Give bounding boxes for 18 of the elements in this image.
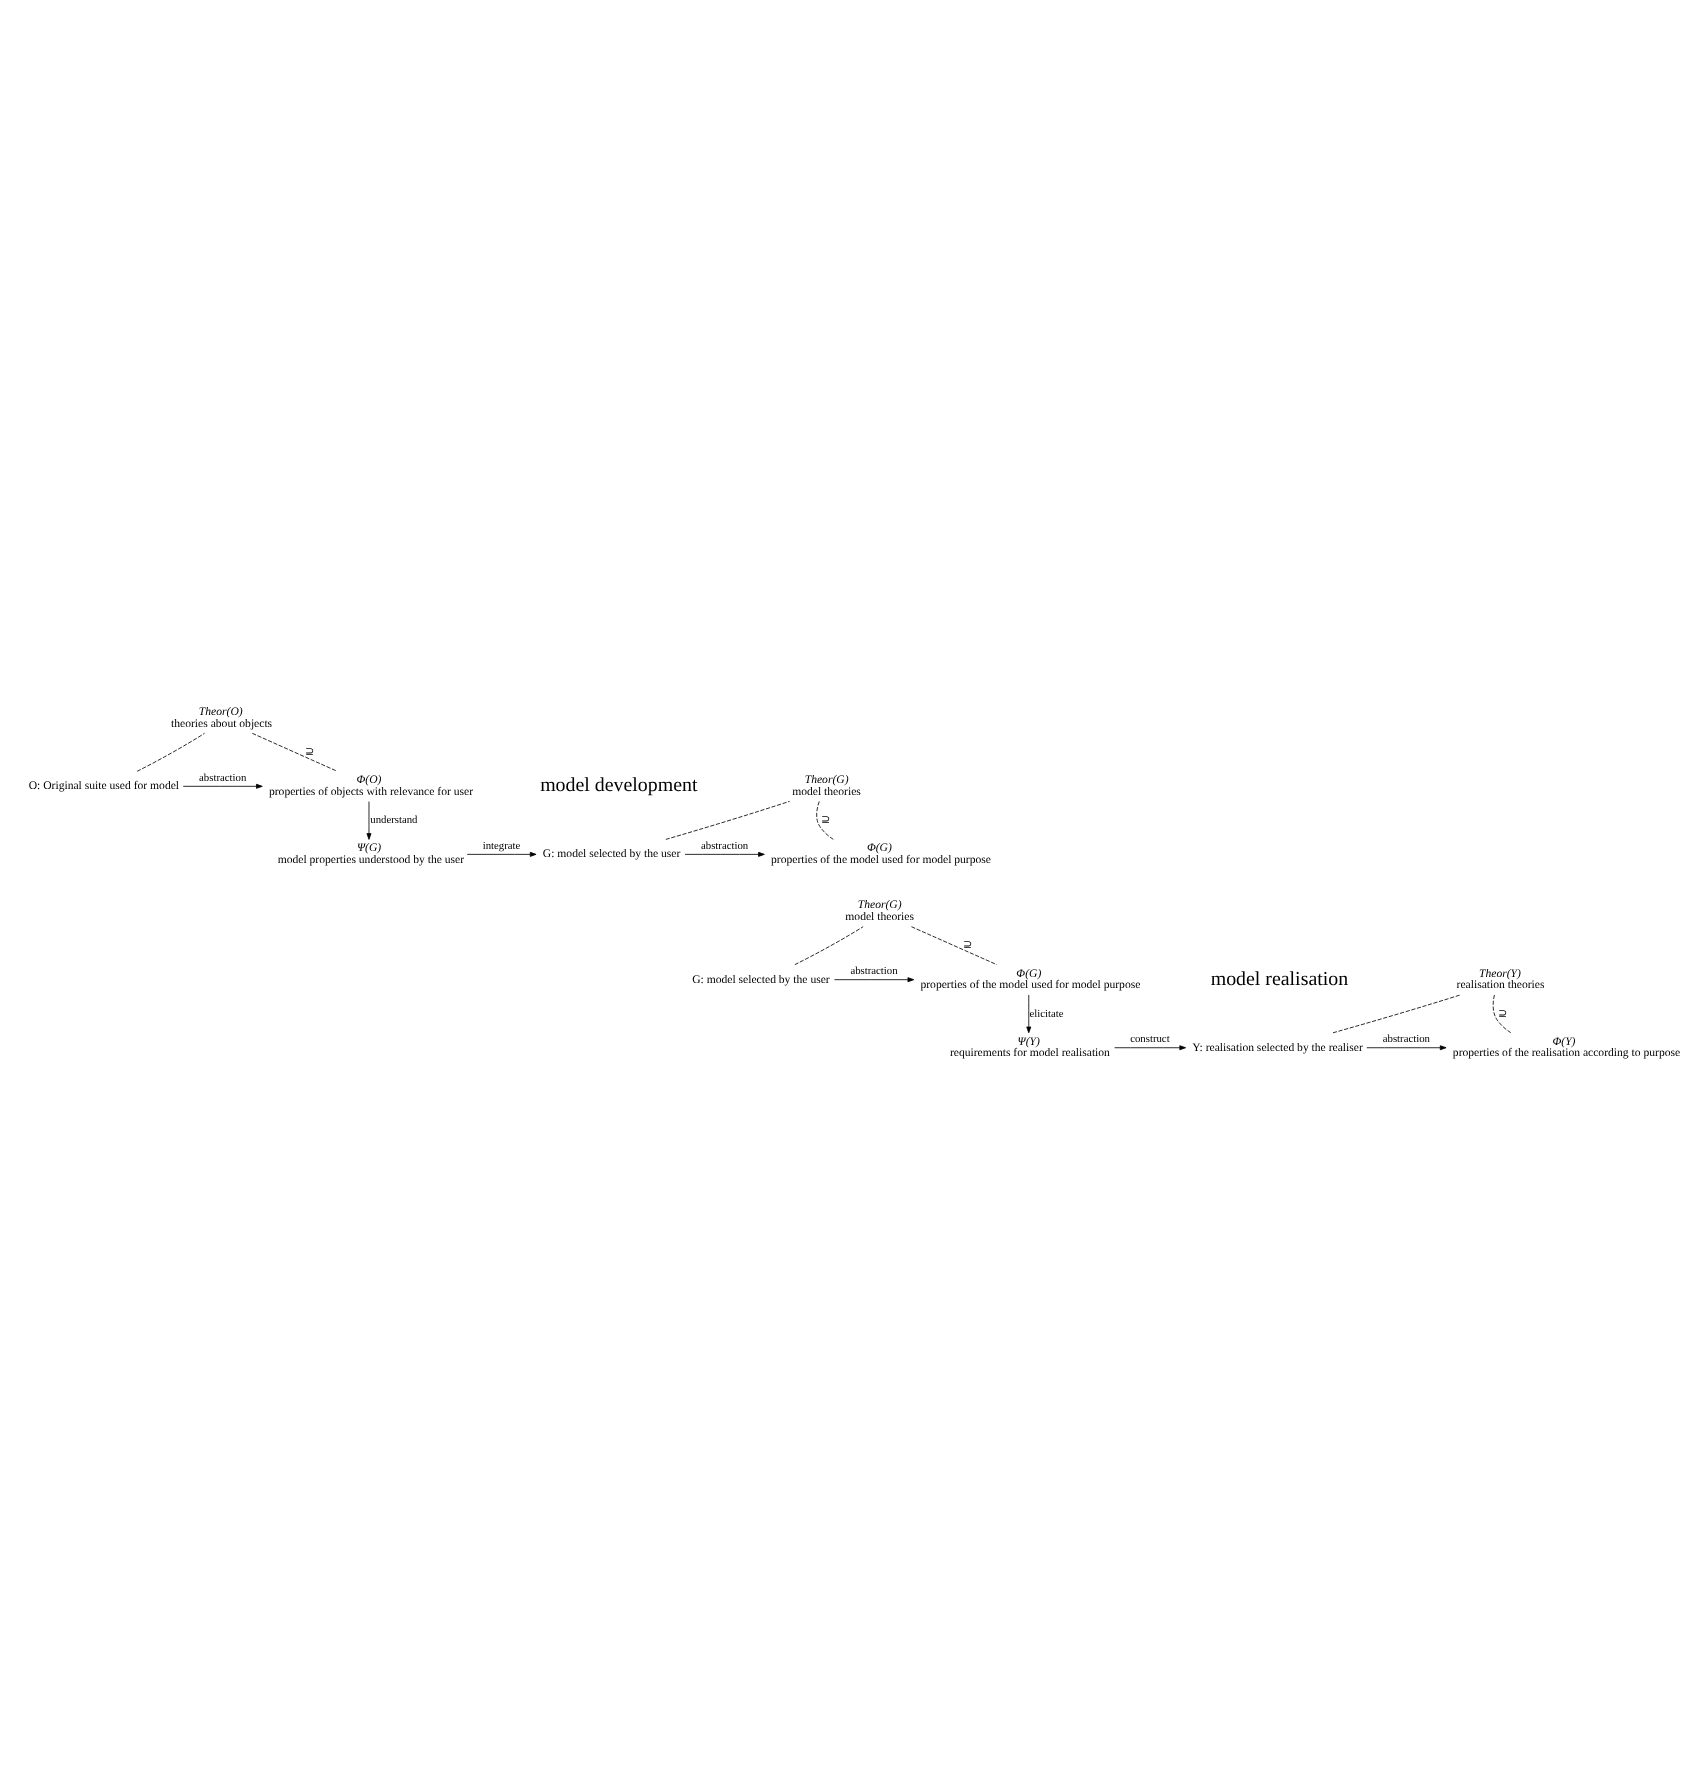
arrow (1114, 1045, 1186, 1051)
connector (1492, 994, 1512, 1034)
arrow (466, 851, 537, 857)
arrow (1366, 1045, 1447, 1051)
label: model realisation (1210, 968, 1349, 991)
arrow (182, 783, 263, 789)
connector (1332, 994, 1462, 1034)
connector (251, 732, 338, 772)
arrow (684, 851, 765, 857)
connector (136, 732, 205, 772)
connector (816, 801, 834, 840)
arrow (834, 977, 915, 983)
arrow (366, 801, 372, 840)
label: model development (540, 775, 698, 798)
connector (665, 800, 791, 840)
connector (911, 926, 998, 966)
connector (794, 926, 864, 966)
arrow (1026, 994, 1032, 1034)
